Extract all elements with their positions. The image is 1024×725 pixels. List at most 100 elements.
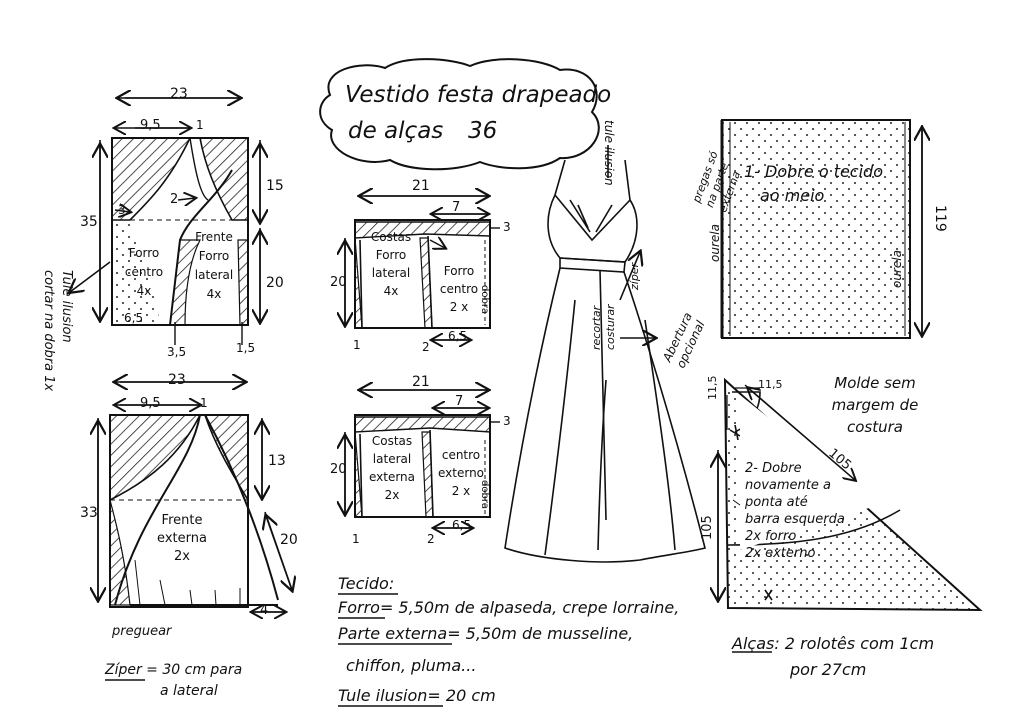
back-lining-piece-a: Costas Forro lateral 4x [362, 228, 420, 300]
no-seam-line3: costura [847, 418, 903, 436]
front-external-bottom: 4 [260, 603, 269, 618]
no-seam-note: Molde sem margem de costura [820, 372, 930, 438]
dress-zipper-label: zíper [628, 262, 641, 290]
back-lining-piece-a-line1: Costas [370, 230, 412, 244]
back-lining-piece-b-line3: 2 x [449, 300, 469, 314]
triangle-line2: novamente a [745, 478, 831, 493]
back-external-mark-1: 1 [352, 532, 360, 546]
back-lining-inner: 7 [452, 200, 461, 215]
zipper-note-line2: a lateral [160, 683, 218, 699]
back-external-piece-b-line2: externo [437, 466, 485, 480]
straps-text: : 2 rolotês com 1cm [774, 634, 935, 653]
back-lining-piece-a-line4: 4x [383, 284, 399, 298]
title-cloud [319, 58, 600, 171]
dress-sketch [504, 145, 706, 563]
fold-height: 119 [932, 205, 948, 232]
front-external-pleat: preguear [112, 624, 172, 639]
front-lining-lower: 20 [266, 275, 284, 291]
back-external-piece-a-line4: 2x [384, 488, 400, 502]
back-external-mark-3: 3 [503, 414, 511, 428]
front-lining-piece-a-line3: 4x [136, 284, 152, 298]
fabric-lining-text: = 5,50m de alpaseda, crepe lorraine, [379, 598, 680, 617]
back-external-piece-b-line3: 2 x [451, 484, 471, 498]
triangle-line1: 2- Dobre [745, 461, 802, 476]
no-seam-line2: margem de [831, 396, 919, 414]
front-lining-top-offset: 9,5 [140, 118, 161, 133]
title-line-2: de alças [348, 118, 444, 144]
front-external-width: 23 [168, 372, 186, 388]
back-lining-mark-2: 2 [422, 340, 430, 354]
front-lining-pattern [70, 98, 260, 345]
dress-tule-label: tule ilusion [602, 120, 616, 186]
front-external-pattern [98, 382, 292, 612]
back-lining-piece-b-line1: Forro [443, 264, 475, 278]
back-external-piece-a-line3: externa [368, 470, 416, 484]
front-lining-upper: 15 [266, 178, 284, 194]
front-lining-bottom-right: 1,5 [236, 341, 256, 355]
front-external-piece-line3: 2x [174, 549, 190, 564]
dress-cut-note: recortar costurar [590, 304, 618, 350]
front-external-piece-line2: externa [157, 531, 207, 546]
straps-row-2: por 27cm [790, 660, 867, 679]
back-external-piece-b: centro externo 2 x [434, 446, 488, 500]
fabric-tule-label: Tule ilusion [338, 686, 428, 705]
triangle-line5: 2x forro [745, 529, 797, 544]
front-lining-bottom-left: 6,5 [124, 311, 144, 325]
front-lining-piece-a: Forro centro 4x [118, 244, 170, 301]
tule-note: Tule ilusion cortar na dobra 1x [39, 270, 75, 391]
triangle-line6: 2x externo [745, 546, 816, 561]
fold-selvedge-right: ourela [890, 250, 904, 288]
dress-cut-line1: recortar [590, 305, 603, 350]
back-lining-piece-b: Forro centro 2 x [434, 262, 484, 316]
title-size: 36 [468, 118, 498, 144]
triangle-m1: 11,5 [706, 375, 719, 401]
front-lining-mark-3: 3 [118, 203, 126, 217]
back-external-pattern [345, 390, 500, 528]
fabric-underlines [105, 593, 772, 707]
title-line-1: Vestido festa drapeado [345, 82, 612, 108]
back-external-width: 21 [412, 374, 430, 390]
front-lining-piece-b: Frente Forro lateral 4x [186, 228, 242, 304]
tule-note-line1: Tule ilusion [59, 270, 74, 343]
front-external-side: 20 [280, 532, 298, 548]
fabric-lining-label: Forro [338, 598, 380, 617]
back-external-height: 20 [330, 462, 347, 477]
fabric-title: Tecido: [338, 574, 395, 593]
fold-text-2: ao meio [760, 186, 825, 205]
front-external-upper: 13 [268, 453, 286, 469]
back-external-piece-a-line2: lateral [372, 452, 412, 466]
back-lining-pattern [345, 196, 500, 340]
triangle-instructions: 2- Dobre novamente a ponta até barra esq… [745, 460, 845, 562]
back-external-mark-2: 2 [427, 532, 435, 546]
fabric-external-row-2: chiffon, pluma... [346, 656, 477, 675]
front-external-height: 33 [80, 505, 98, 521]
no-seam-line1: Molde sem [834, 374, 916, 392]
triangle-line3: ponta até [745, 495, 808, 510]
back-external-bottom: 6,5 [452, 518, 472, 532]
back-lining-mark-1: 1 [353, 338, 361, 352]
fabric-triangle [718, 377, 983, 612]
back-external-inner: 7 [455, 394, 464, 409]
back-lining-bottom: 6,5 [448, 329, 468, 343]
front-external-piece: Frente externa 2x [150, 512, 214, 566]
front-lining-piece-b-line4: 4x [206, 287, 222, 301]
front-lining-mark-2: 2 [170, 192, 179, 207]
fold-selvedge-left: ourela [708, 224, 722, 262]
triangle-m2: 11,5 [758, 378, 783, 391]
back-external-piece-b-line1: centro [441, 448, 481, 462]
zipper-note-line1: Zíper = 30 cm para [105, 662, 243, 678]
fabric-tule-row: Tule ilusion= 20 cm [338, 686, 496, 705]
dress-cut-line2: costurar [604, 304, 617, 350]
back-external-piece-a-line1: Costas [371, 434, 413, 448]
front-lining-mark-1: 1 [196, 118, 204, 132]
front-lining-bottom-mid: 3,5 [167, 345, 187, 359]
front-lining-piece-b-line1: Frente [195, 230, 233, 244]
straps-label: Alças [732, 634, 775, 653]
front-lining-height: 35 [80, 214, 98, 230]
straps-row: Alças: 2 rolotês com 1cm [732, 634, 934, 653]
back-external-piece-a: Costas lateral externa 2x [362, 432, 422, 504]
fabric-tule-text: = 20 cm [427, 686, 496, 705]
front-external-piece-line1: Frente [161, 513, 203, 528]
front-lining-piece-b-line2: Forro [198, 249, 230, 263]
